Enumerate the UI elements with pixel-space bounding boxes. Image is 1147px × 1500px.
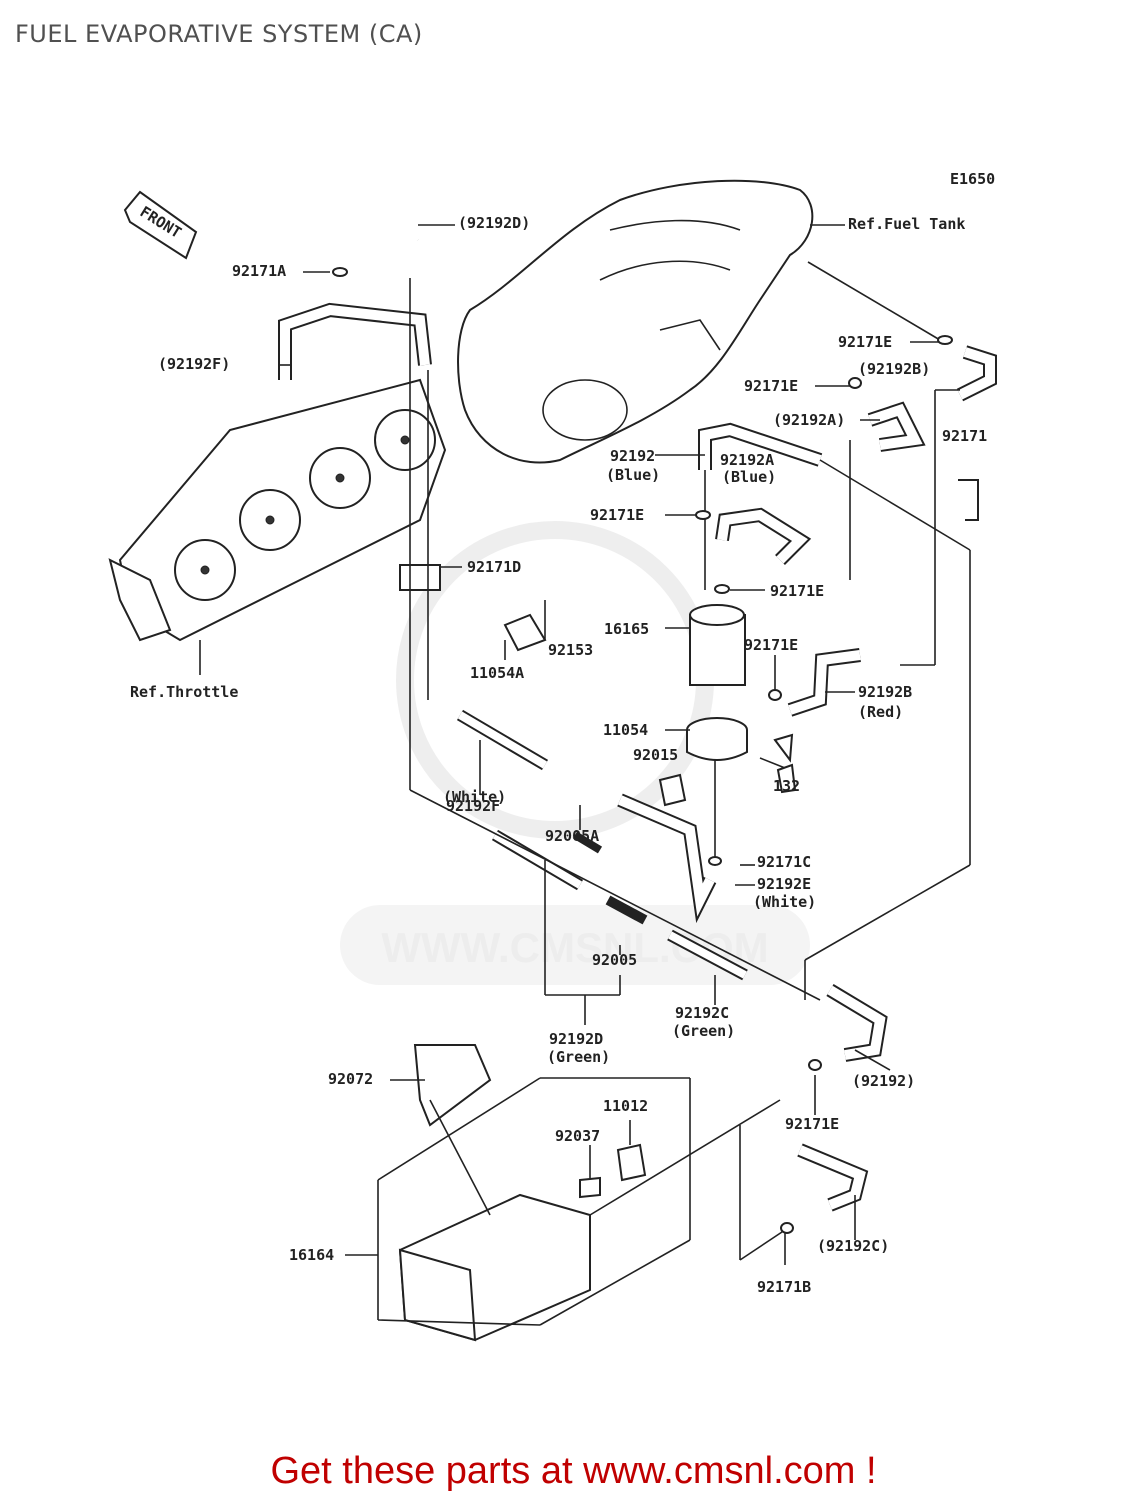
front-arrow-icon: FRONT — [123, 190, 198, 260]
label-92192-blue: (Blue) — [606, 466, 660, 484]
label-11054: 11054 — [603, 721, 648, 739]
label-92192: 92192 — [610, 447, 655, 465]
label-92192C: 92192C — [675, 1004, 729, 1022]
label-92192D: (92192D) — [458, 214, 530, 232]
label-16165: 16165 — [604, 620, 649, 638]
label-92171B: 92171B — [757, 1278, 811, 1296]
label-92005: 92005 — [592, 951, 637, 969]
label-11012: 11012 — [603, 1097, 648, 1115]
label-92192E-white: (White) — [753, 893, 816, 911]
filter-assembly — [399, 564, 794, 807]
label-ref-throttle: Ref.Throttle — [130, 683, 238, 701]
fuel-tank — [457, 179, 814, 464]
canister — [398, 1044, 647, 1342]
hoses — [278, 174, 997, 1212]
label-92171E-3: 92171E — [590, 506, 644, 524]
label-92192B: (92192B) — [858, 360, 930, 378]
page-title: FUEL EVAPORATIVE SYSTEM (CA) — [15, 20, 423, 48]
tubes — [456, 709, 748, 981]
label-92171D: 92171D — [467, 558, 521, 576]
label-92192C-p: (92192C) — [817, 1237, 889, 1255]
label-92171: 92171 — [942, 427, 987, 445]
label-92171E-6: 92171E — [785, 1115, 839, 1133]
label-92171A: 92171A — [232, 262, 286, 280]
label-92192A: (92192A) — [773, 411, 845, 429]
label-92171E-2: 92171E — [744, 377, 798, 395]
label-92192D-b: 92192D — [549, 1030, 603, 1048]
label-92192E: 92192E — [757, 875, 811, 893]
label-132: 132 — [773, 777, 800, 795]
clamps — [332, 267, 979, 1234]
label-92153: 92153 — [548, 641, 593, 659]
label-92171E-1: 92171E — [838, 333, 892, 351]
label-92192D-green: (Green) — [547, 1048, 610, 1066]
diagram-code: E1650 — [950, 170, 995, 188]
label-92192B-red: (Red) — [858, 703, 903, 721]
label-92015: 92015 — [633, 746, 678, 764]
leader-lines — [199, 224, 971, 1326]
label-92171C: 92171C — [757, 853, 811, 871]
label-92192F: (92192F) — [158, 355, 230, 373]
label-11054A: 11054A — [470, 664, 524, 682]
label-92192-p: (92192) — [852, 1072, 915, 1090]
label-92192A-blue: (Blue) — [722, 468, 776, 486]
label-92192C-green: (Green) — [672, 1022, 735, 1040]
label-92192A-b: 92192A — [720, 451, 774, 469]
cta-link[interactable]: Get these parts at www.cmsnl.com ! — [270, 1450, 877, 1492]
part-labels: E1650 (92192D) 92171A (92192F) Ref.Throt… — [130, 170, 995, 1296]
label-92037: 92037 — [555, 1127, 600, 1145]
label-92192F-white-visible: (White) — [443, 788, 506, 806]
label-16164: 16164 — [289, 1246, 334, 1264]
throttle-body — [108, 378, 447, 642]
label-92171E-4: 92171E — [770, 582, 824, 600]
label-92171E-5: 92171E — [744, 636, 798, 654]
label-92192F-b: 92192F — [446, 797, 500, 815]
label-92072: 92072 — [328, 1070, 373, 1088]
label-92192B-b: 92192B — [858, 683, 912, 701]
label-92005A: 92005A — [545, 827, 599, 845]
watermark-text: WWW.CMSNL.COM — [381, 924, 768, 971]
label-ref-fuel-tank: Ref.Fuel Tank — [848, 215, 965, 233]
